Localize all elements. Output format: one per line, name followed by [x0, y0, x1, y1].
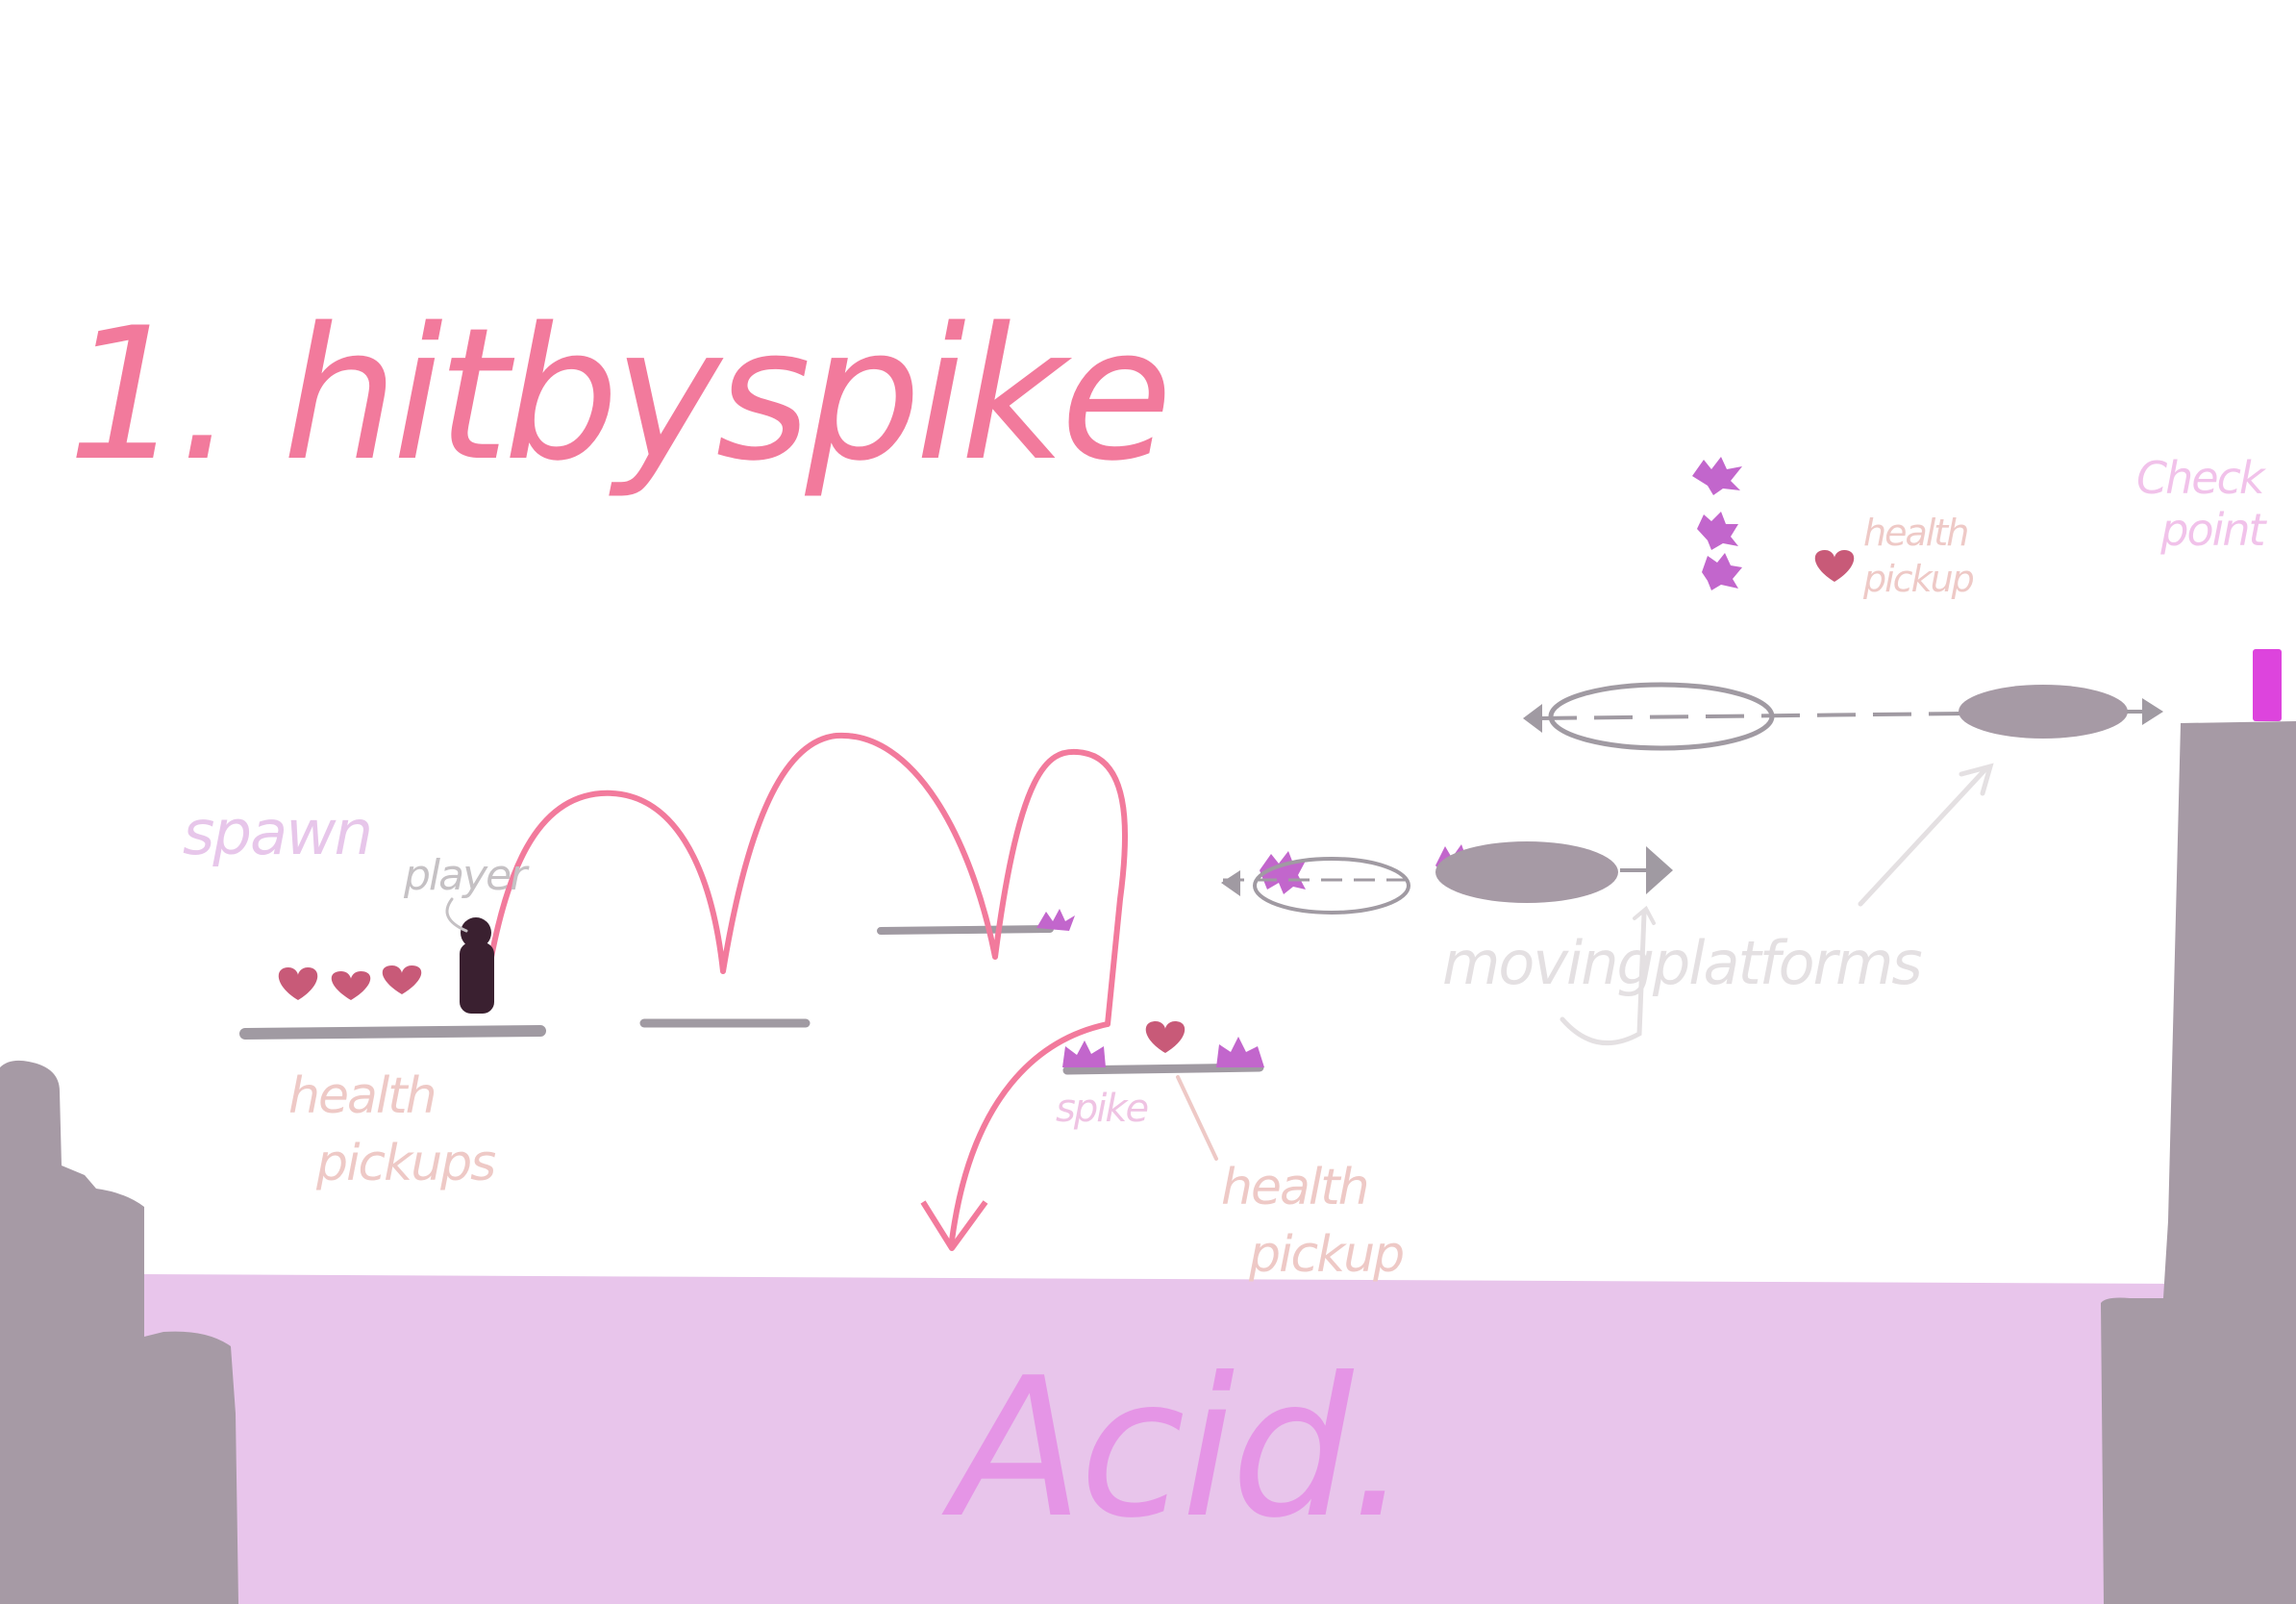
down-arrow-icon [920, 1200, 988, 1251]
annotation-pointers [445, 763, 1994, 1161]
checkpoint-flag-icon [2253, 649, 2282, 721]
spike-icon [1216, 1037, 1264, 1067]
spike-icon [1697, 512, 1738, 550]
heart-icon [331, 971, 371, 1000]
health-pickup-label-mid: health pickup [1221, 1159, 1405, 1284]
platform-3 [877, 925, 1054, 935]
spike-icon [1692, 457, 1742, 495]
moving-platform-lower [1221, 841, 1673, 915]
player-label: player [404, 851, 527, 900]
start-health-pickups [278, 965, 422, 1000]
acid-pool [135, 1274, 2183, 1604]
jump-path [483, 732, 1129, 1243]
left-cliff [0, 1060, 238, 1604]
heart-icon [1814, 550, 1855, 582]
acid-label: Acid. [952, 1337, 1410, 1561]
spike-label: spike [1056, 1087, 1149, 1131]
right-cliff [2101, 721, 2296, 1604]
level-title: 1. hitbyspike [67, 288, 1173, 501]
checkpoint-label: Check point [2136, 452, 2266, 556]
platform-spike [1062, 1063, 1264, 1075]
spike-icon [1260, 851, 1306, 894]
moving-platform-upper [1523, 682, 2163, 751]
health-pickup-label-top: health pickup [1863, 512, 1975, 600]
heart-icon [1145, 1021, 1185, 1053]
spike-icon [1702, 553, 1742, 590]
spike-icon [1062, 1040, 1106, 1067]
spawn-label: spawn [183, 798, 373, 869]
heart-icon [278, 967, 318, 1000]
heart-icon [382, 965, 422, 994]
spike-icon [1036, 909, 1075, 931]
moving-platforms-label: movingplatforms [1442, 928, 1923, 998]
player-icon [460, 917, 494, 1014]
platform-spawn [239, 1025, 546, 1040]
health-pickups-label: health pickups [288, 1067, 496, 1192]
